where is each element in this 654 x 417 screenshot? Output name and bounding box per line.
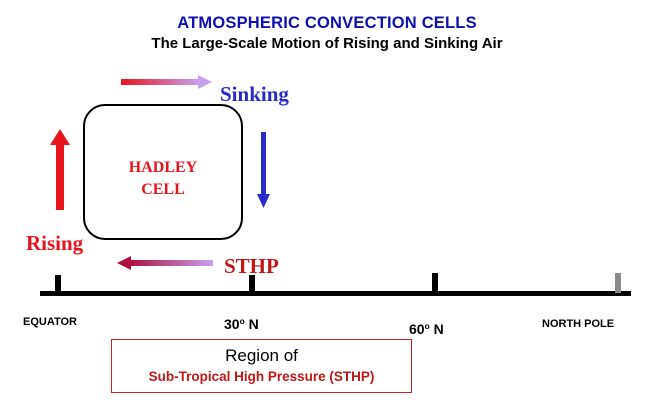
north-pole-label: NORTH POLE — [542, 318, 615, 330]
tick-equator — [55, 275, 61, 294]
hadley-cell-box — [83, 104, 243, 240]
tick-60n — [432, 273, 438, 294]
hadley-cell-line1: HADLEY — [128, 159, 198, 176]
hadley-cell-line2: CELL — [141, 181, 185, 198]
rising-arrow — [50, 129, 70, 210]
latitude-axis — [40, 291, 631, 296]
region-callout-line1: Region of — [225, 346, 298, 365]
lat-30-value: 30 — [224, 316, 240, 332]
diagram-subtitle: The Large-Scale Motion of Rising and Sin… — [151, 35, 503, 52]
lat-60n-label: 60o N — [409, 321, 444, 337]
diagram-title: ATMOSPHERIC CONVECTION CELLS — [177, 14, 477, 32]
sinking-arrow — [257, 132, 270, 208]
tick-north-pole — [615, 273, 621, 293]
region-callout-line2: Sub-Tropical High Pressure (STHP) — [148, 369, 375, 384]
lat-60-degree: o — [424, 321, 430, 331]
rising-label: Rising — [26, 231, 84, 255]
bottom-flow-arrow — [117, 256, 213, 270]
sinking-label: Sinking — [220, 82, 289, 106]
equator-label: EQUATOR — [23, 316, 77, 328]
tick-30n — [249, 275, 255, 294]
lat-30-suffix: N — [244, 316, 259, 332]
region-callout-box: Region of Sub-Tropical High Pressure (ST… — [111, 339, 412, 393]
lat-60-suffix: N — [429, 321, 444, 337]
sthp-label: STHP — [224, 254, 279, 278]
lat-30n-label: 30o N — [224, 316, 259, 332]
hadley-cell-label: HADLEY CELL — [83, 157, 243, 201]
lat-30-degree: o — [239, 316, 245, 326]
top-flow-arrow — [121, 75, 212, 89]
lat-60-value: 60 — [409, 321, 425, 337]
